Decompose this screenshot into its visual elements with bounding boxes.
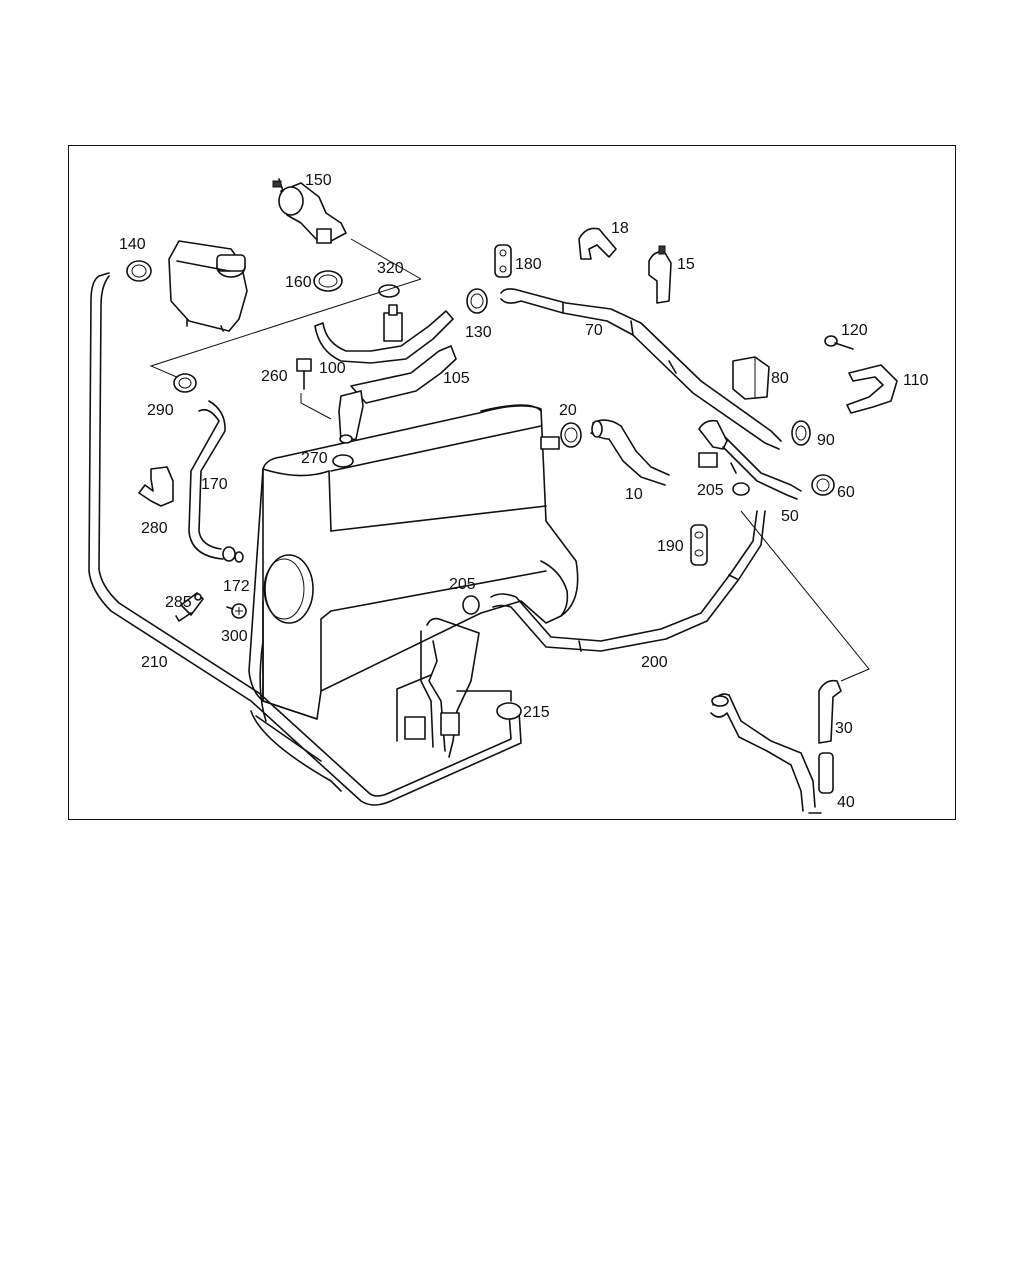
label-215: 215 xyxy=(523,704,550,721)
bracket-285 xyxy=(175,592,204,622)
label-70: 70 xyxy=(585,322,603,339)
label-110: 110 xyxy=(903,372,929,389)
label-50: 50 xyxy=(781,508,799,525)
label-15: 15 xyxy=(677,256,695,273)
hose-clamp-130 xyxy=(466,288,488,314)
auxiliary-water-pump xyxy=(272,178,422,280)
label-280: 280 xyxy=(141,520,168,537)
hose-clamp-90 xyxy=(791,420,811,446)
coolant-hose-170 xyxy=(188,400,244,563)
label-120: 120 xyxy=(841,322,868,339)
hose-clamp-290 xyxy=(173,373,197,393)
hose-elbow-18 xyxy=(578,227,617,260)
screw-120 xyxy=(824,335,854,350)
label-205-upper: 205 xyxy=(697,482,724,499)
heater-hose-70 xyxy=(500,288,782,450)
clip-80 xyxy=(732,356,770,400)
hose-clamp-60 xyxy=(811,474,835,496)
coolant-line-210 xyxy=(88,272,522,806)
label-130: 130 xyxy=(465,324,492,341)
label-320: 320 xyxy=(377,260,404,277)
label-80: 80 xyxy=(771,370,789,387)
label-10: 10 xyxy=(625,486,643,503)
hose-fitting-30 xyxy=(740,510,870,744)
label-60: 60 xyxy=(837,484,855,501)
label-170: 170 xyxy=(201,476,228,493)
hose-clamp-205-lower xyxy=(462,595,480,615)
valve-assembly-50 xyxy=(698,419,802,500)
label-30: 30 xyxy=(835,720,853,737)
hose-clamp-270 xyxy=(332,454,354,468)
hose-holder-110 xyxy=(846,364,898,414)
hose-clamp-20 xyxy=(560,422,582,448)
label-180: 180 xyxy=(515,256,542,273)
hose-clamp-160 xyxy=(313,270,343,292)
grommet-190 xyxy=(690,524,708,566)
bolt-260 xyxy=(296,358,312,390)
coolant-hose-10 xyxy=(590,419,670,486)
label-90: 90 xyxy=(817,432,835,449)
upper-hose-assembly xyxy=(300,304,457,444)
part-labels: 150 140 320 160 18 15 180 130 70 120 110… xyxy=(119,172,929,811)
label-300: 300 xyxy=(221,628,248,645)
label-150: 150 xyxy=(305,172,332,189)
label-140: 140 xyxy=(119,236,146,253)
label-200: 200 xyxy=(641,654,668,671)
label-160: 160 xyxy=(285,274,312,291)
label-205-lower: 205 xyxy=(449,576,476,593)
hose-elbow-15 xyxy=(648,245,672,304)
label-260: 260 xyxy=(261,368,288,385)
label-20: 20 xyxy=(559,402,577,419)
engine-block xyxy=(248,404,579,792)
label-190: 190 xyxy=(657,538,684,555)
label-40: 40 xyxy=(837,794,855,811)
screw-300 xyxy=(226,603,247,619)
label-285: 285 xyxy=(165,594,192,611)
coolant-hose-40 xyxy=(710,693,834,814)
label-172: 172 xyxy=(223,578,250,595)
label-290: 290 xyxy=(147,402,174,419)
coolant-expansion-tank xyxy=(126,240,248,332)
label-105: 105 xyxy=(443,370,470,387)
label-18: 18 xyxy=(611,220,629,237)
parts-diagram-frame: 150 140 320 160 18 15 180 130 70 120 110… xyxy=(68,145,956,820)
pipe-assembly-215 xyxy=(396,617,522,758)
hose-holder-280 xyxy=(138,466,174,507)
grommet-180 xyxy=(494,244,512,278)
label-270: 270 xyxy=(301,450,328,467)
label-100: 100 xyxy=(319,360,346,377)
coolant-hose-200 xyxy=(490,510,766,652)
cooling-system-parts-diagram: 150 140 320 160 18 15 180 130 70 120 110… xyxy=(88,172,929,814)
label-210: 210 xyxy=(141,654,168,671)
